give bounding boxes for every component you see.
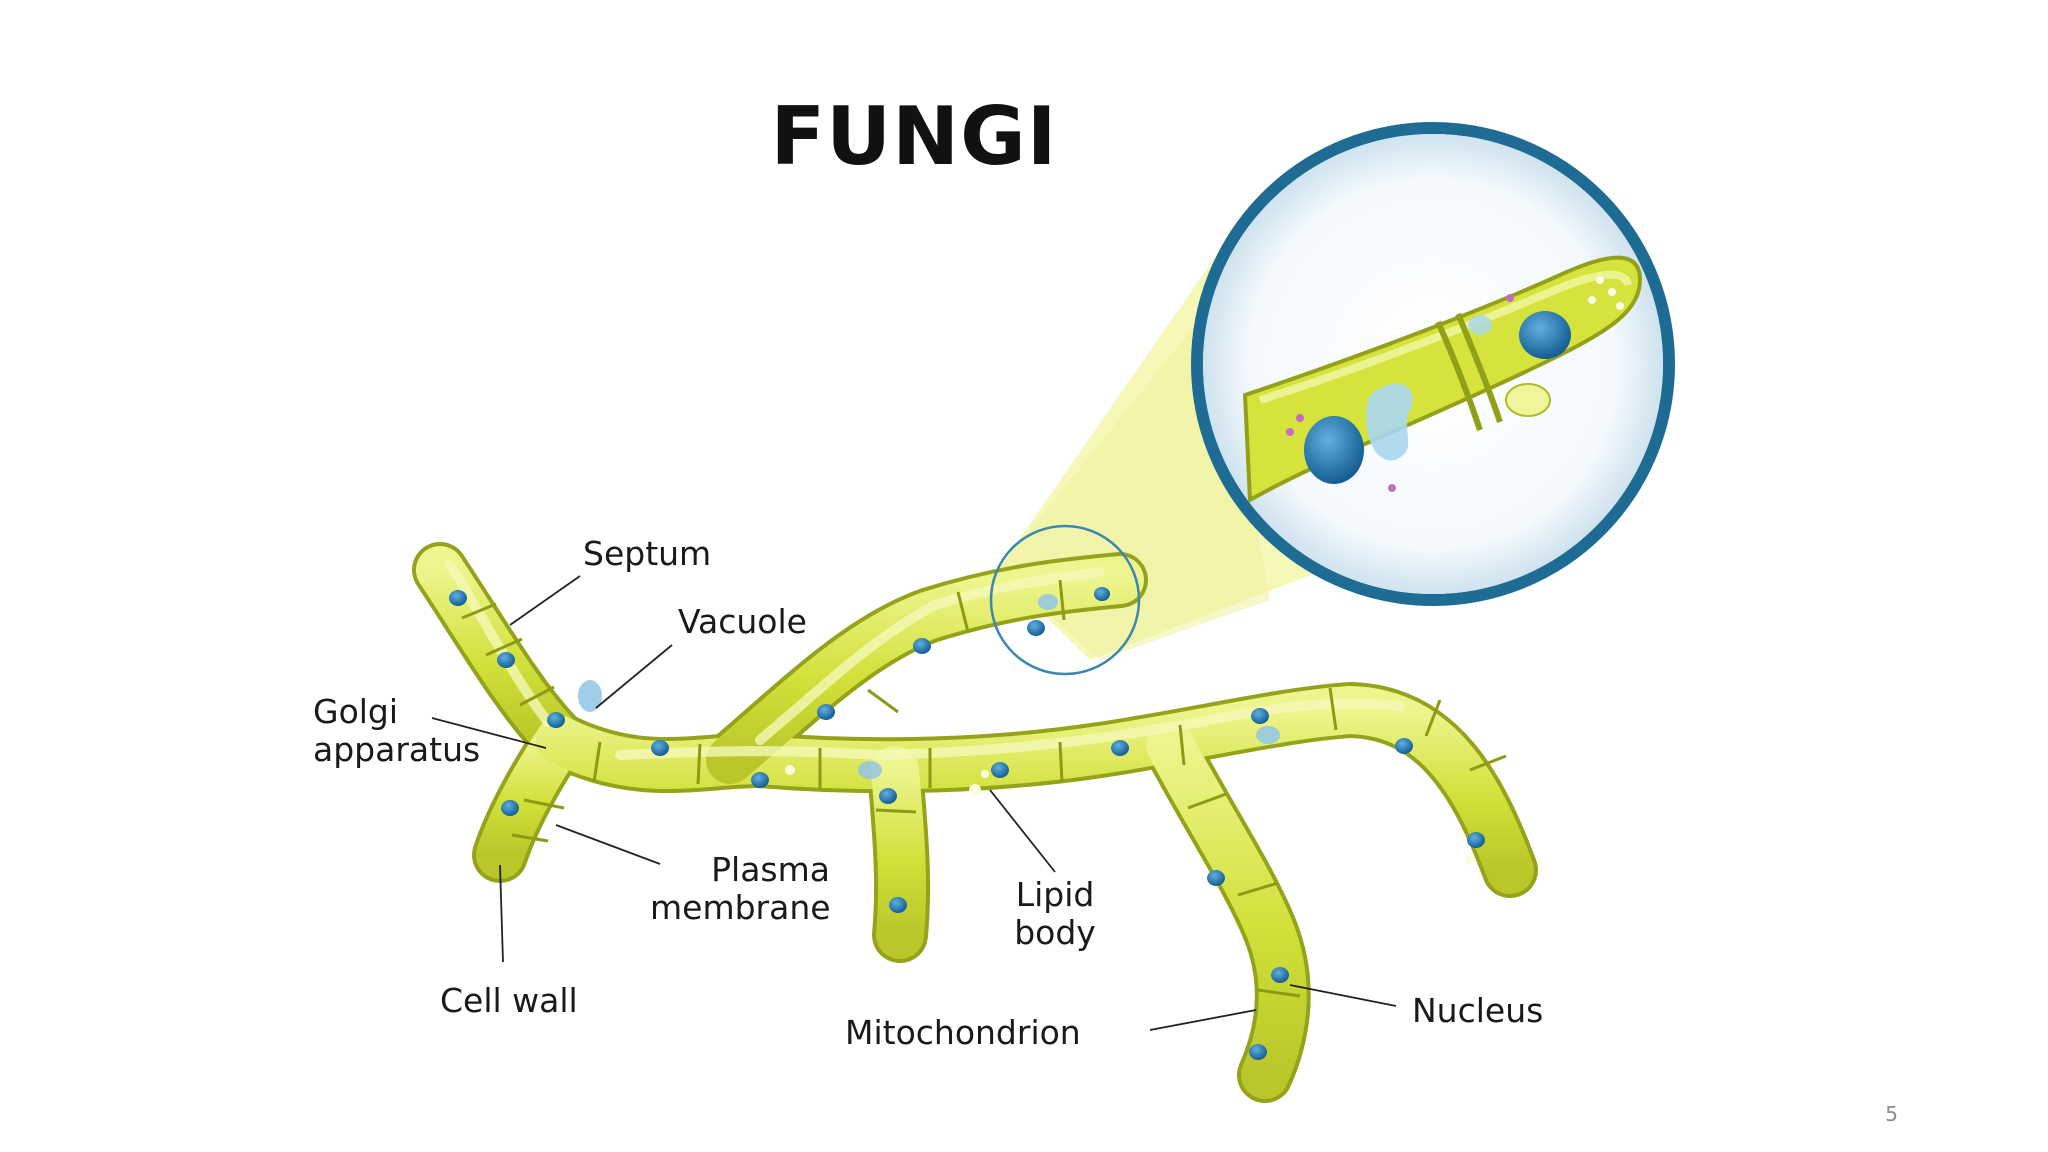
label-plasma-line1: Plasma: [711, 850, 830, 889]
hypha-network: [412, 542, 1538, 1103]
label-septum: Septum: [583, 534, 712, 573]
zoom-lens: [1191, 122, 1675, 606]
label-lipid-body: Lipid body: [1000, 876, 1110, 952]
nuclei: [449, 587, 1485, 1060]
label-plasma-membrane: Plasma membrane: [650, 850, 831, 927]
label-mitochondrion: Mitochondrion: [845, 1013, 1081, 1052]
label-lipid-line2: body: [1014, 913, 1096, 952]
page-number: 5: [1885, 1102, 1898, 1126]
label-vacuole: Vacuole: [678, 602, 807, 641]
label-nucleus: Nucleus: [1412, 991, 1544, 1030]
septa: [461, 579, 1507, 998]
label-golgi-apparatus: Golgi apparatus: [313, 693, 480, 769]
leader-lines: [431, 575, 1397, 1031]
magnify-ring: [989, 524, 1141, 676]
lipid-bodies: [785, 765, 1475, 865]
label-lipid-line1: Lipid: [1015, 875, 1095, 914]
label-golgi-line1: Golgi: [313, 692, 399, 731]
label-cell-wall: Cell wall: [440, 981, 578, 1020]
vacuoles: [578, 594, 1280, 779]
label-plasma-line2: membrane: [650, 888, 831, 927]
label-golgi-line2: apparatus: [313, 730, 481, 769]
diagram-title: FUNGI: [770, 90, 1058, 183]
